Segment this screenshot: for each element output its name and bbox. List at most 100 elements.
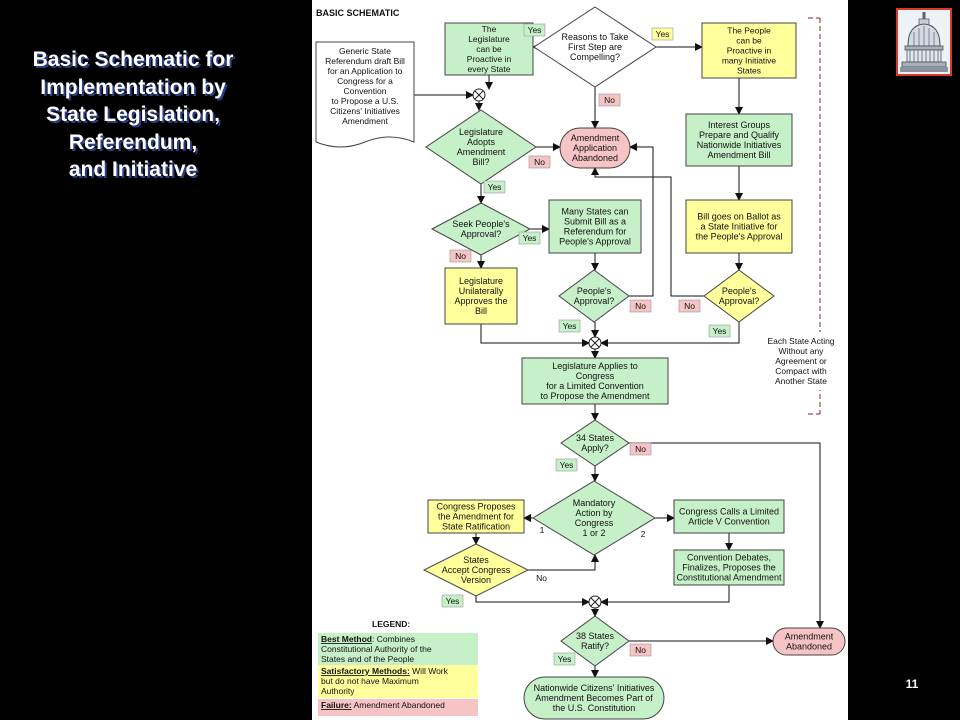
diagram-heading: BASIC SCHEMATIC — [316, 8, 400, 18]
tag-yes — [651, 27, 674, 41]
tag-label: Yes — [446, 596, 460, 606]
tag-label: No — [635, 301, 646, 311]
tag-yes — [441, 594, 464, 608]
page-number: 11 — [905, 677, 919, 691]
legend-failure — [318, 699, 478, 716]
tag-yes — [553, 652, 576, 666]
tag-no — [629, 299, 652, 313]
junction-cross — [474, 90, 484, 100]
capitol-dome-icon — [896, 8, 952, 76]
node-debates-label: Convention Debates,Finalizes, Proposes t… — [676, 553, 782, 583]
tag-no — [629, 643, 652, 657]
tag-label: Yes — [528, 25, 542, 35]
title-line: State Legislation, — [46, 103, 220, 126]
tag-label: Yes — [488, 182, 502, 192]
node-approval-mid — [558, 269, 630, 323]
legend-failure-text: Failure: Amendment Abandoned — [321, 700, 445, 710]
tag-yes — [523, 23, 546, 37]
node-adopts — [425, 109, 537, 185]
side-note-bg — [758, 332, 844, 390]
tag-label: No — [635, 444, 646, 454]
node-many-states — [548, 199, 642, 254]
flow-connector — [480, 324, 590, 347]
node-ballot — [685, 199, 793, 254]
flow-connector — [475, 596, 590, 606]
node-abandoned1 — [559, 127, 631, 169]
node-people-proactive — [701, 22, 797, 79]
node-debates — [673, 549, 785, 586]
flow-connector — [600, 585, 730, 606]
tag-yes — [558, 319, 581, 333]
legend-satisfactory — [318, 665, 478, 698]
flow-connector — [600, 322, 740, 347]
tag-label: No — [536, 573, 547, 583]
tag-label: Yes — [563, 321, 577, 331]
tag-label: Yes — [558, 654, 572, 664]
node-doc — [315, 41, 415, 148]
tag-label: Yes — [656, 29, 670, 39]
tag-no — [629, 442, 652, 456]
tag-no — [449, 249, 472, 263]
tag-yes — [555, 458, 578, 472]
slide-title: Basic Schematic for Implementation by St… — [8, 46, 258, 184]
tag-no — [528, 155, 551, 169]
node-interest — [685, 113, 793, 167]
tag-no — [598, 93, 621, 107]
tag-label: No — [684, 301, 695, 311]
node-seek — [430, 202, 532, 256]
flow-connector — [629, 442, 824, 629]
tag-label: 2 — [641, 529, 646, 539]
title-line: Referendum, — [68, 130, 198, 154]
legend-best — [318, 633, 478, 665]
junction-cross — [590, 597, 600, 607]
node-applies — [521, 357, 669, 405]
node-congress-calls — [673, 499, 785, 534]
title-line: Implementation by — [40, 75, 226, 99]
legend-title: LEGEND: — [372, 619, 410, 629]
node-abandoned2 — [772, 627, 846, 656]
node-approval-right — [703, 269, 775, 323]
title-line: and Initiative — [68, 158, 198, 181]
node-mandatory — [532, 480, 656, 556]
node-reasons — [533, 6, 657, 88]
flow-connector — [591, 167, 704, 297]
tag-label: No — [604, 95, 615, 105]
flow-connector — [528, 554, 599, 571]
tag-label: No — [534, 157, 545, 167]
tag-yes — [518, 231, 541, 245]
node-leg-proactive — [444, 22, 534, 76]
junction-cross — [590, 338, 600, 348]
tag-no — [678, 299, 701, 313]
tag-label: Yes — [523, 233, 537, 243]
tag-label: Yes — [713, 326, 727, 336]
node-states38 — [560, 615, 630, 667]
tag-label: No — [635, 645, 646, 655]
tag-label: 1 — [540, 525, 545, 535]
title-line: Basic Schematic for — [32, 48, 234, 71]
node-accept — [422, 543, 530, 597]
tag-label: No — [455, 251, 466, 261]
node-congress-proposes — [427, 499, 525, 534]
